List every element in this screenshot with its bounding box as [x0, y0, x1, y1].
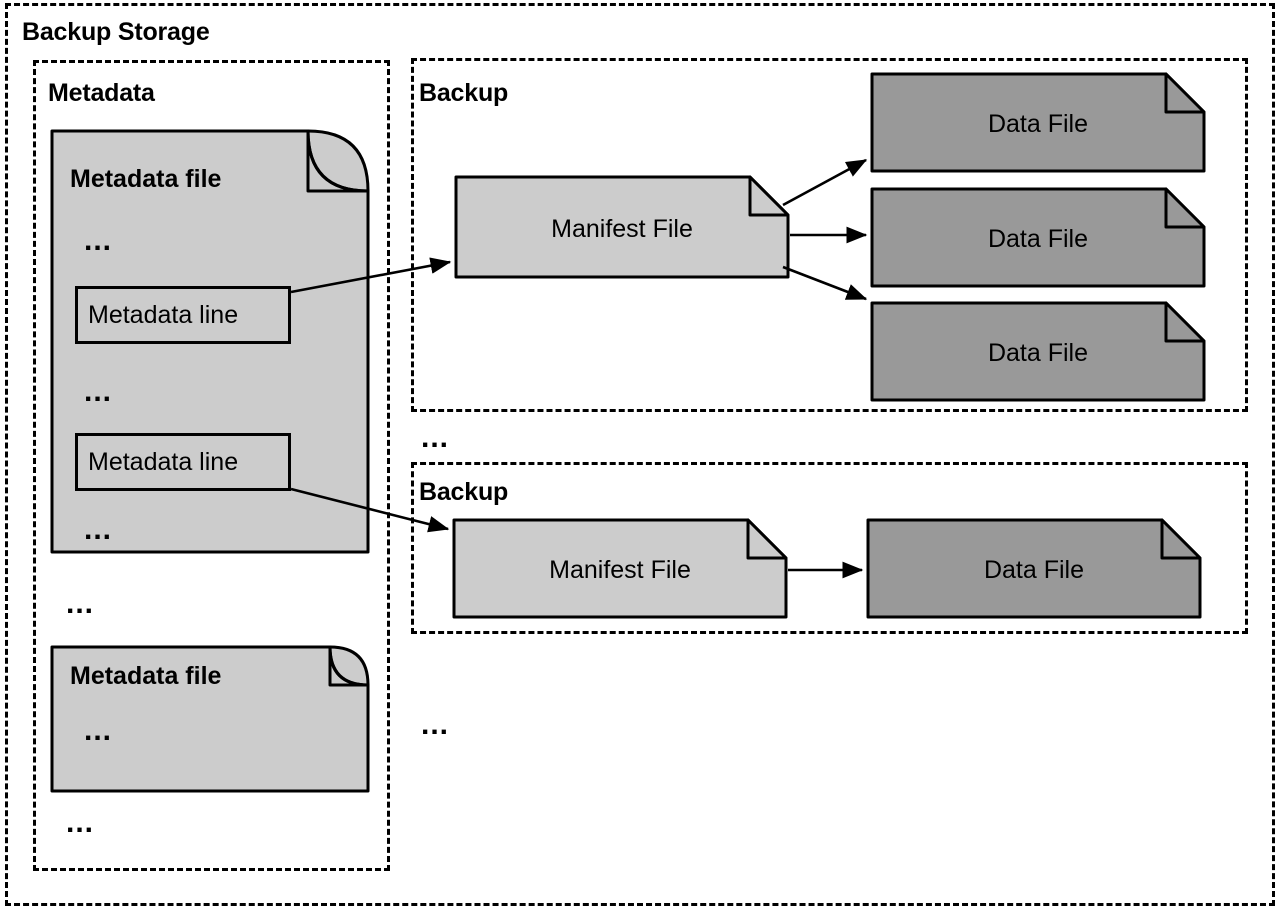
metadata-file-2-title: Metadata file: [70, 662, 222, 690]
backup-section-2-container: [411, 462, 1248, 634]
backup-section-2-title: Backup: [419, 478, 509, 506]
data-file-1-3-shape: [870, 301, 1206, 402]
metadata-file-1-ellipsis-top: ...: [84, 224, 113, 257]
data-file-1-1[interactable]: Data File: [870, 72, 1206, 173]
metadata-section-title: Metadata: [48, 79, 155, 107]
metadata-file-1-title: Metadata file: [70, 165, 222, 193]
data-file-2-1-shape: [866, 518, 1202, 619]
metadata-line-2[interactable]: Metadata line: [75, 433, 291, 491]
data-file-1-3-label: Data File: [987, 339, 1089, 367]
backup-separator-1: ...: [421, 421, 450, 454]
manifest-file-1-label: Manifest File: [551, 215, 693, 243]
data-file-1-1-label: Data File: [987, 110, 1089, 138]
backup-separator-2: ...: [421, 708, 450, 741]
data-file-1-2-label: Data File: [987, 225, 1089, 253]
metadata-file-2-shape: [50, 645, 370, 793]
metadata-file-1-ellipsis-bottom: ...: [84, 513, 113, 546]
metadata-file-1-ellipsis-middle: ...: [84, 375, 113, 408]
data-file-2-1-label: Data File: [983, 556, 1085, 584]
data-file-2-1[interactable]: Data File: [866, 518, 1202, 619]
metadata-file-2-ellipsis: ...: [84, 714, 113, 747]
backup-storage-container: [5, 3, 1275, 906]
manifest-file-1[interactable]: Manifest File: [454, 175, 790, 279]
metadata-separator-1: ...: [66, 587, 95, 620]
metadata-line-1-label: Metadata line: [88, 300, 239, 329]
metadata-file-2[interactable]: Metadata file: [50, 645, 372, 793]
backup-section-1-container: [411, 58, 1248, 412]
data-file-1-3[interactable]: Data File: [870, 301, 1206, 402]
data-file-1-2-shape: [870, 187, 1206, 288]
metadata-section-container: [33, 60, 390, 871]
manifest-file-2[interactable]: Manifest File: [452, 518, 788, 619]
backup-section-1-title: Backup: [419, 79, 509, 107]
data-file-1-1-shape: [870, 72, 1206, 173]
metadata-separator-2: ...: [66, 806, 95, 839]
manifest-file-2-shape: [452, 518, 788, 619]
manifest-file-1-shape: [454, 175, 790, 279]
metadata-line-2-label: Metadata line: [88, 447, 239, 476]
backup-storage-title: Backup Storage: [22, 18, 210, 46]
manifest-file-2-label: Manifest File: [549, 556, 691, 584]
data-file-1-2[interactable]: Data File: [870, 187, 1206, 288]
metadata-line-1[interactable]: Metadata line: [75, 286, 291, 344]
